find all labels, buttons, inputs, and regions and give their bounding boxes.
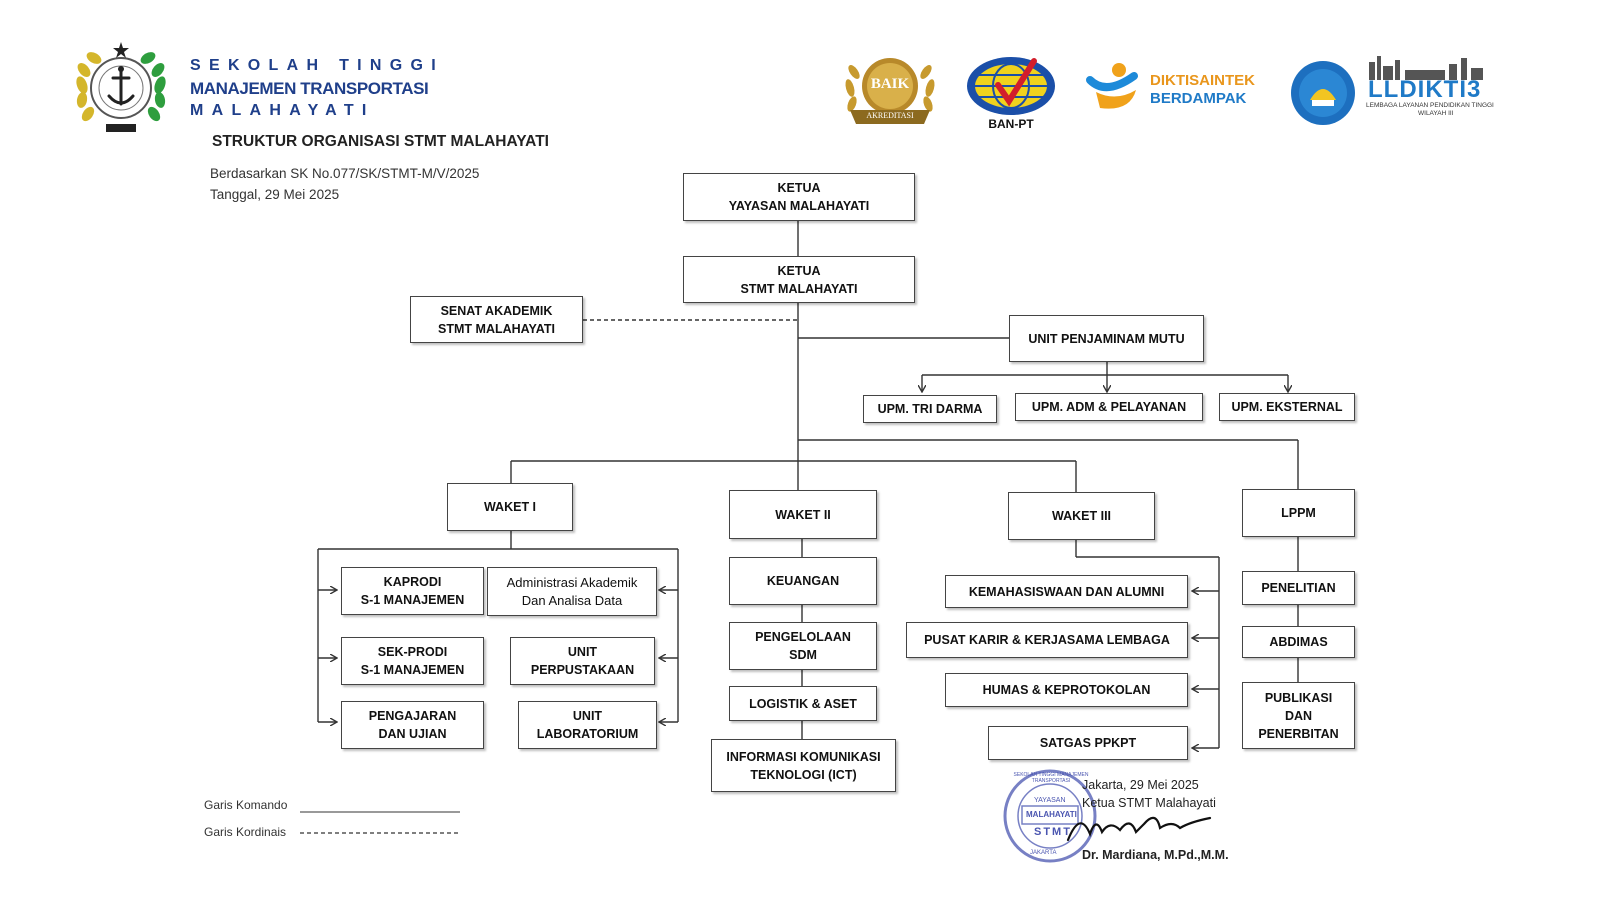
stamp-text-outer: SEKOLAH TINGGI MANAJEMEN TRANSPORTASI bbox=[1013, 772, 1089, 784]
node-humas: HUMAS & KEPROTOKOLAN bbox=[945, 673, 1188, 707]
accreditation-sublabel: AKREDITASI bbox=[866, 111, 914, 120]
school-name-line1: SEKOLAH TINGGI bbox=[190, 57, 444, 74]
lldikti-subtitle2: WILAYAH III bbox=[1418, 110, 1454, 117]
lldikti-subtitle1: LEMBAGA LAYANAN PENDIDIKAN TINGGI bbox=[1366, 102, 1494, 109]
node-keuangan: KEUANGAN bbox=[729, 557, 877, 605]
stamp-text-inner2: MALAHAYATI bbox=[1026, 810, 1077, 819]
accreditation-label: BAIK bbox=[870, 76, 910, 92]
page-title: STRUKTUR ORGANISASI STMT MALAHAYATI bbox=[212, 133, 549, 150]
signature-place-date: Jakarta, 29 Mei 2025 bbox=[1082, 778, 1199, 792]
node-waket-2: WAKET II bbox=[729, 490, 877, 539]
node-waket-1: WAKET I bbox=[447, 483, 573, 531]
signature-position: Ketua STMT Malahayati bbox=[1082, 796, 1216, 810]
node-satgas: SATGAS PPKPT bbox=[988, 726, 1188, 760]
node-lppm: LPPM bbox=[1242, 489, 1355, 537]
diktisaintek-line1: DIKTISAINTEK bbox=[1150, 72, 1255, 89]
lldikti-skyline-icon bbox=[1365, 52, 1495, 80]
node-logistik: LOGISTIK & ASET bbox=[729, 686, 877, 721]
school-name-line2: MANAJEMEN TRANSPORTASI bbox=[190, 79, 429, 98]
node-upm: UNIT PENJAMINAM MUTU bbox=[1009, 315, 1204, 362]
decree-date: Tanggal, 29 Mei 2025 bbox=[210, 187, 340, 202]
stamp-text-inner3: STMT bbox=[1034, 826, 1072, 838]
stamp-text-bottom: JAKARTA bbox=[1030, 850, 1057, 856]
decree-text: Berdasarkan SK No.077/SK/STMT-M/V/2025 bbox=[210, 166, 480, 181]
diktisaintek-icon bbox=[1086, 62, 1140, 114]
banpt-label: BAN-PT bbox=[988, 117, 1034, 131]
school-name-line3: MALAHAYATI bbox=[190, 102, 375, 119]
accreditation-badge bbox=[840, 48, 940, 128]
official-stamp bbox=[1002, 768, 1098, 864]
node-pusat-karir: PUSAT KARIR & KERJASAMA LEMBAGA bbox=[906, 622, 1188, 658]
stamp-text-inner1: YAYASAN bbox=[1034, 797, 1066, 804]
node-waket-3: WAKET III bbox=[1008, 492, 1155, 540]
legend-command-label: Garis Komando bbox=[204, 798, 288, 812]
legend-coordination-label: Garis Kordinais bbox=[204, 825, 287, 839]
node-kemahasiswaan: KEMAHASISWAAN DAN ALUMNI bbox=[945, 575, 1188, 608]
tutwuri-logo bbox=[1290, 60, 1356, 126]
signature-name: Dr. Mardiana, M.Pd.,M.M. bbox=[1082, 848, 1229, 862]
handwritten-signature bbox=[1060, 806, 1220, 846]
node-penelitian: PENELITIAN bbox=[1242, 571, 1355, 605]
lldikti-title: LLDIKTI3 bbox=[1368, 76, 1482, 103]
diktisaintek-line2: BERDAMPAK bbox=[1150, 90, 1247, 107]
banpt-logo bbox=[964, 55, 1058, 117]
node-upm-eksternal: UPM. EKSTERNAL bbox=[1219, 393, 1355, 421]
school-logo bbox=[72, 40, 172, 140]
node-upm-adm: UPM. ADM & PELAYANAN bbox=[1015, 393, 1203, 421]
node-upm-tri-darma: UPM. TRI DARMA bbox=[863, 395, 997, 423]
node-abdimas: ABDIMAS bbox=[1242, 626, 1355, 658]
